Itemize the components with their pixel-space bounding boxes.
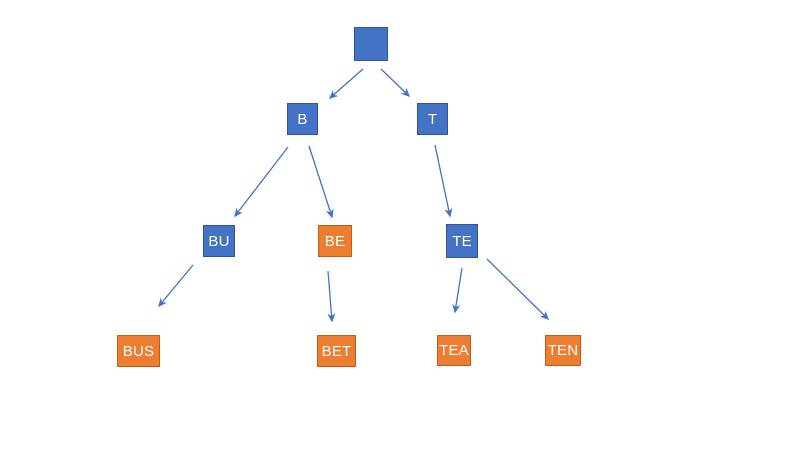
edge-b-bu xyxy=(234,146,289,218)
edge-root-b xyxy=(328,68,364,99)
node-tea: TEA xyxy=(437,335,471,366)
node-label: B xyxy=(297,110,308,128)
edge-root-t xyxy=(380,68,411,98)
edge-t-te xyxy=(434,144,453,218)
node-label: BUS xyxy=(122,342,155,360)
node-bus: BUS xyxy=(117,335,160,367)
node-b: B xyxy=(287,103,318,135)
node-bet: BET xyxy=(317,335,356,367)
edge-b-be xyxy=(308,145,334,219)
node-t: T xyxy=(417,103,448,135)
node-label: BE xyxy=(324,232,346,250)
edge-te-ten xyxy=(486,258,550,321)
edge-te-tea xyxy=(452,267,463,314)
node-ten: TEN xyxy=(545,335,581,366)
node-te: TE xyxy=(446,224,478,258)
node-bu: BU xyxy=(203,225,235,257)
node-be: BE xyxy=(318,225,352,257)
node-label: T xyxy=(427,110,438,128)
node-label: TEN xyxy=(547,342,579,359)
node-label: BET xyxy=(321,342,352,360)
node-label: TEA xyxy=(439,342,469,359)
node-root xyxy=(354,27,388,61)
edge-bu-bus xyxy=(158,264,194,308)
node-label: BU xyxy=(208,232,230,250)
edge-be-bet xyxy=(327,270,336,323)
node-label: TE xyxy=(452,232,472,250)
